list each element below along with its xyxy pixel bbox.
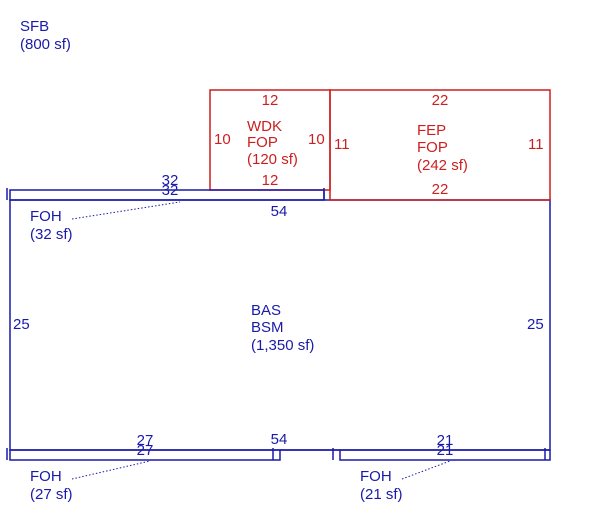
bas-bottom-dim: 54: [271, 431, 288, 448]
foh-br-outline: [339, 449, 551, 461]
bas-left-dim: 25: [13, 316, 30, 333]
foh-br-area: (21 sf): [360, 486, 403, 503]
fep-left-dim: 11: [334, 136, 350, 153]
fep-area: (242 sf): [417, 157, 468, 174]
wdk-code: WDK: [247, 118, 282, 135]
foh-top-code: FOH: [30, 208, 62, 225]
wdk-left-dim: 10: [214, 131, 231, 148]
wdk-fop-code: FOP: [247, 134, 278, 151]
foh-br-code: FOH: [360, 468, 392, 485]
wdk-area: (120 sf): [247, 151, 298, 168]
bas-right-dim: 25: [527, 316, 544, 333]
sfb-code: SFB: [20, 18, 49, 35]
foh-bl-leader: [71, 460, 151, 480]
fep-bottom-dim: 22: [432, 181, 449, 198]
bas-area: (1,350 sf): [251, 337, 314, 354]
foh-br-dim-b: 21: [437, 442, 454, 459]
foh-br-leader: [401, 460, 451, 480]
fep-porch-outline: [329, 89, 551, 201]
fep-right-dim: 11: [528, 136, 544, 153]
foh-bl-outline: [9, 449, 281, 461]
foh-bl-code: FOH: [30, 468, 62, 485]
bas-code: BAS: [251, 302, 281, 319]
sfb-area: (800 sf): [20, 36, 71, 53]
foh-top-leader: [71, 201, 181, 220]
foh-bl-dim-b: 27: [137, 442, 154, 459]
fep-fop-code: FOP: [417, 139, 448, 156]
foh-bl-area: (27 sf): [30, 486, 73, 503]
foh-top-dim-b: 32: [162, 182, 179, 199]
bsm-code: BSM: [251, 319, 284, 336]
foh-bl-dim-a: 27: [137, 432, 154, 449]
fep-top-dim: 22: [432, 92, 449, 109]
bas-top-dim: 54: [271, 203, 288, 220]
wdk-right-dim: 10: [308, 131, 325, 148]
foh-br-dim-a: 21: [437, 432, 454, 449]
wdk-bottom-dim: 12: [262, 172, 279, 189]
wdk-top-dim: 12: [262, 92, 279, 109]
fep-code: FEP: [417, 122, 446, 139]
foh-top-dim-a: 32: [162, 172, 179, 189]
foh-top-area: (32 sf): [30, 226, 73, 243]
